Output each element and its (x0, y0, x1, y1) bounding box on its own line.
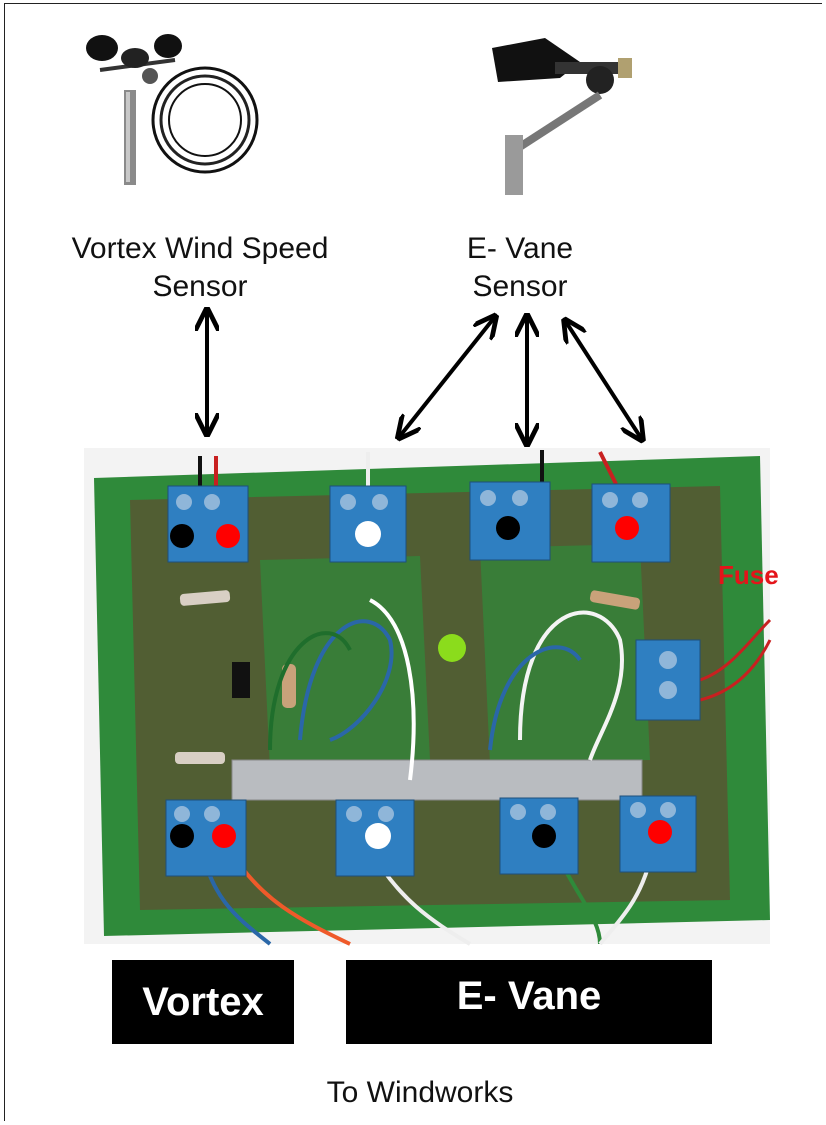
terminal-block-bottom-red (619, 795, 697, 873)
pin-black (170, 524, 194, 548)
evane-sensor-label: E- Vane Sensor (410, 230, 630, 306)
terminal-block-top-red (591, 483, 671, 563)
pin-white (355, 521, 381, 547)
terminal-block-top-white (329, 485, 407, 563)
figure-frame (4, 3, 822, 1121)
pin-red (212, 824, 236, 848)
evane-output-label: E- Vane (456, 974, 602, 1018)
pin-red (615, 516, 639, 540)
terminal-block-top-black (469, 481, 551, 561)
vortex-sensor-label: Vortex Wind Speed Sensor (20, 230, 380, 306)
vortex-sensor-label-line1: Vortex Wind Speed (71, 232, 329, 265)
terminal-block-bottom-white (335, 799, 415, 877)
vortex-output-label: Vortex (142, 979, 264, 1024)
pin-red (216, 524, 240, 548)
anemometer-icon (86, 34, 259, 185)
footer-label: To Windworks (326, 1076, 514, 1109)
connection-arrows (207, 312, 641, 442)
terminal-block-top-vortex (167, 485, 249, 563)
vortex-sensor-label-line2: Sensor (152, 270, 248, 303)
pin-red (648, 820, 672, 844)
wind-vane-icon (492, 38, 632, 195)
terminal-block-bottom-vortex (165, 799, 247, 877)
evane-output-box: E- Vane (346, 960, 712, 1044)
pin-white (365, 823, 391, 849)
vortex-output-box: Vortex (112, 960, 294, 1044)
terminal-block-fuse (635, 639, 701, 721)
evane-sensor-label-line2: Sensor (472, 270, 568, 303)
terminal-block-bottom-black (499, 797, 579, 875)
fuse-label: Fuse (718, 560, 779, 590)
pin-black (532, 824, 556, 848)
pin-black (496, 516, 520, 540)
evane-sensor-label-line1: E- Vane (466, 232, 574, 265)
pin-black (170, 824, 194, 848)
